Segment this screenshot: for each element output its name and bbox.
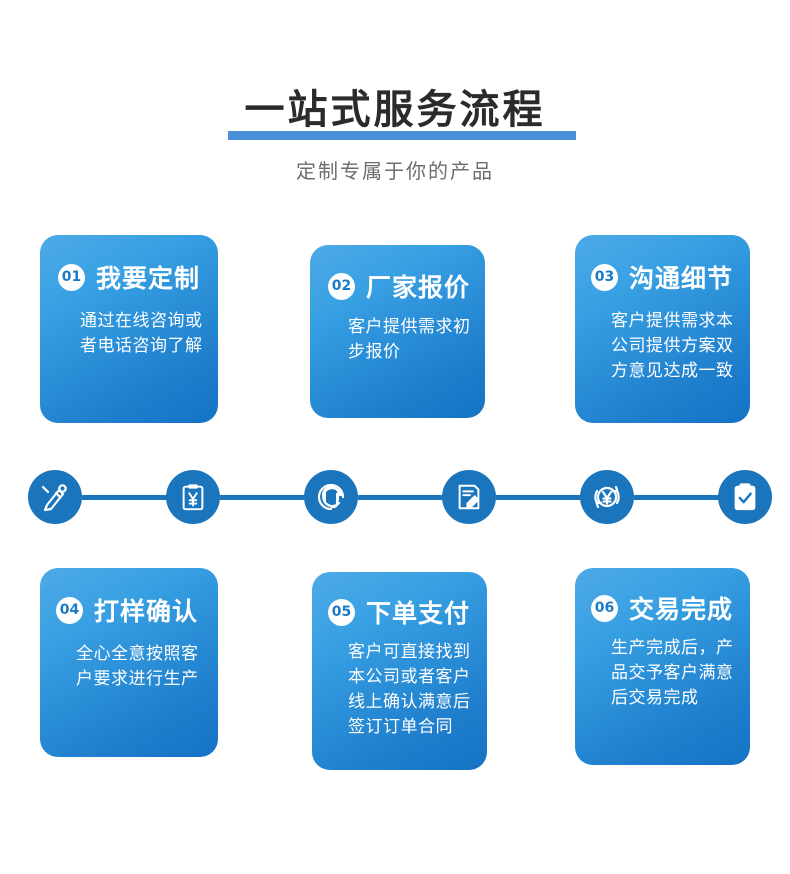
step-body: 生产完成后，产品交予客户满意后交易完成 [611,638,734,708]
step-card-06[interactable]: 06 交易完成 生产完成后，产品交予客户满意后交易完成 [575,568,750,765]
step-card-02[interactable]: 02 厂家报价 客户提供需求初步报价 [310,245,485,418]
connector-line [496,495,582,500]
page-title-wrap: 一站式服务流程 [0,86,790,134]
page-subtitle: 定制专属于你的产品 [296,159,494,183]
step-body: 客户可直接找到本公司或者客户线上确认满意后签订订单合同 [348,642,471,737]
yuan-refresh-icon[interactable] [580,470,634,524]
step-number-badge: 01 [58,263,85,291]
step-card-header: 04 打样确认 [56,592,198,628]
connector-line [634,495,720,500]
step-number-badge: 02 [328,272,355,300]
step-title: 下单支付 [366,599,471,628]
step-card-header: 05 下单支付 [328,594,470,630]
step-title: 沟通细节 [629,264,734,293]
step-card-header: 01 我要定制 [58,259,200,295]
headset-icon[interactable] [304,470,358,524]
connector-line [220,495,306,500]
title-underline [228,131,576,140]
step-number-badge: 04 [56,596,83,624]
step-card-01[interactable]: 01 我要定制 通过在线咨询或者电话咨询了解 [40,235,218,423]
step-number-badge: 06 [591,594,618,622]
step-number-badge: 05 [328,598,355,626]
step-body: 客户提供需求本公司提供方案双方意见达成一致 [611,311,734,381]
pen-design-icon[interactable] [28,470,82,524]
clipboard-yuan-icon[interactable] [166,470,220,524]
clipboard-check-icon[interactable] [718,470,772,524]
connector-line [82,495,168,500]
page-title: 一站式服务流程 [244,87,546,133]
step-card-header: 03 沟通细节 [591,259,733,295]
connector-line [358,495,444,500]
step-card-04[interactable]: 04 打样确认 全心全意按照客户要求进行生产 [40,568,218,757]
step-title: 打样确认 [94,597,199,626]
step-body: 客户提供需求初步报价 [348,317,471,362]
step-body: 全心全意按照客户要求进行生产 [76,644,199,689]
step-card-header: 06 交易完成 [591,590,733,626]
step-card-03[interactable]: 03 沟通细节 客户提供需求本公司提供方案双方意见达成一致 [575,235,750,423]
step-title: 交易完成 [629,595,734,624]
page-header: 一站式服务流程 定制专属于你的产品 [0,0,790,200]
step-number-badge: 03 [591,263,618,291]
step-title: 我要定制 [96,264,201,293]
document-pen-icon[interactable] [442,470,496,524]
step-body: 通过在线咨询或者电话咨询了解 [80,311,203,356]
step-card-05[interactable]: 05 下单支付 客户可直接找到本公司或者客户线上确认满意后签订订单合同 [312,572,487,770]
step-card-header: 02 厂家报价 [328,268,470,304]
step-title: 厂家报价 [366,273,471,302]
process-icon-strip [0,470,790,530]
